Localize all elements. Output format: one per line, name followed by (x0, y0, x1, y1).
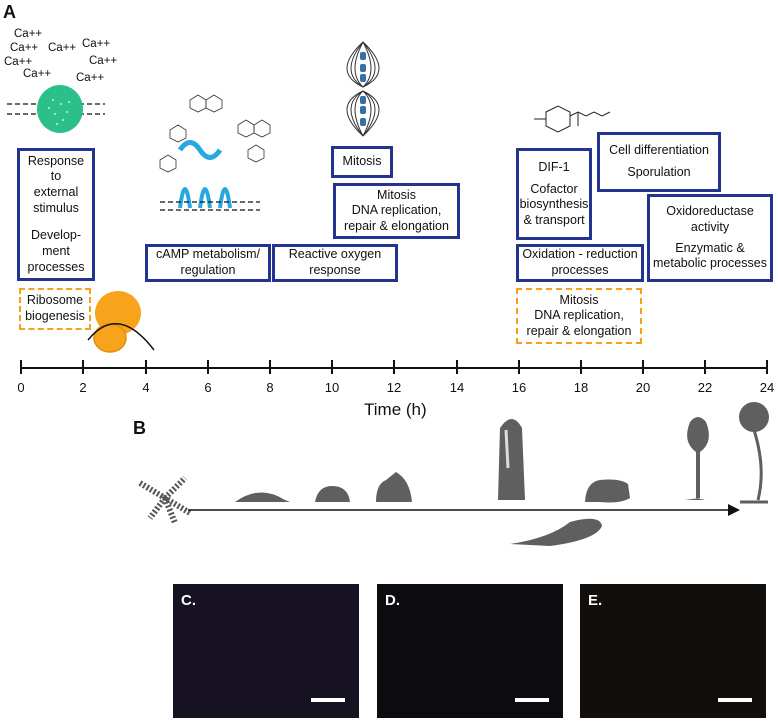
box-line: activity (690, 219, 730, 234)
box-line: processes (27, 259, 85, 274)
axis-tick-label: 10 (324, 380, 340, 395)
mitosis-orange-box: Mitosis DNA replication, repair & elonga… (516, 288, 642, 344)
axis-tick-label: 6 (204, 380, 212, 395)
axis-tick-label: 22 (697, 380, 713, 395)
axis-tick-label: 2 (79, 380, 87, 395)
developmental-stages-diagram (138, 402, 769, 546)
box-line: Cell differentiation (609, 143, 709, 158)
ca-label: Ca++ (14, 28, 43, 40)
axis-tick-label: 16 (511, 380, 527, 395)
box-line: Develop- (30, 228, 82, 243)
response-stimulus-box: Response to external stimulus Develop- m… (17, 148, 95, 281)
ca-label: Ca++ (89, 55, 118, 67)
first-finger-icon (498, 419, 525, 500)
box-line: Enzymatic & (675, 240, 745, 255)
camp-metabolism-box: cAMP metabolism/ regulation (145, 244, 271, 282)
box-line: Cofactor (530, 181, 578, 196)
box-line: response (309, 263, 361, 277)
photo-label: C. (181, 592, 196, 609)
photo-fruiting-body: E. (580, 584, 766, 718)
tipped-mound-icon (376, 472, 412, 502)
mitosis-box: Mitosis (331, 146, 393, 178)
axis-tick-label: 14 (449, 380, 465, 395)
early-culminant-icon (685, 417, 709, 500)
mitotic-spindle-illustration (346, 41, 380, 137)
tight-mound-icon (315, 486, 350, 502)
cell-differentiation-box: Cell differentiation Sporulation (597, 132, 721, 192)
calcium-cell-illustration (7, 85, 105, 133)
panel-a-letter: A (3, 2, 16, 22)
box-line: processes (551, 263, 609, 277)
ca-label: Ca++ (10, 42, 39, 54)
axis-tick-label: 20 (635, 380, 651, 395)
axis-tick-label: 8 (266, 380, 274, 395)
box-line: Reactive oxygen (288, 247, 382, 262)
box-title: DIF-1 (538, 159, 570, 174)
box-line: Oxidation - reduction (522, 247, 638, 262)
mitosis-dna-box: Mitosis DNA replication, repair & elonga… (333, 183, 460, 239)
box-line: repair & elongation (344, 218, 449, 233)
axis-tick-label: 12 (386, 380, 402, 395)
camp-molecule-illustration (159, 94, 271, 211)
axis-tick-label: 18 (573, 380, 589, 395)
reactive-oxygen-box: Reactive oxygen response (272, 244, 398, 282)
box-line: biogenesis (25, 309, 85, 323)
oxidation-reduction-box: Oxidation - reduction processes (516, 244, 644, 282)
dif1-box: DIF-1 Cofactor biosynthesis & transport (516, 148, 592, 240)
axis-tick-label: 4 (142, 380, 150, 395)
mexican-hat-icon (585, 479, 630, 503)
scale-bar (311, 698, 345, 702)
box-line: Response (27, 153, 85, 168)
photo-aggregation: C. (173, 584, 359, 718)
dif1-molecule-illustration (534, 105, 611, 133)
scale-bar (515, 698, 549, 702)
box-line: biosynthesis (519, 197, 589, 212)
ca-label: Ca++ (48, 42, 77, 54)
oxidoreductase-box: Oxidoreductase activity Enzymatic & meta… (647, 194, 773, 282)
time-axis-title: Time (h) (364, 400, 427, 419)
aggregation-stage-icon (138, 475, 192, 525)
ca-label: Ca++ (82, 38, 111, 50)
photo-slug: D. (377, 584, 563, 718)
box-line: repair & elongation (526, 323, 632, 338)
box-line: & transport (523, 212, 585, 227)
ca-label: Ca++ (76, 72, 105, 84)
time-axis (20, 360, 768, 374)
fruiting-body-icon (739, 402, 769, 432)
panel-b-letter: B (133, 418, 146, 438)
box-line: Oxidoreductase (666, 204, 754, 219)
axis-tick-label: 24 (759, 380, 775, 395)
box-line: stimulus (33, 200, 79, 215)
ribosome-illustration (87, 291, 155, 353)
box-line: Mitosis (559, 292, 599, 307)
box-line: Ribosome (26, 293, 84, 308)
slug-icon (510, 518, 602, 546)
photo-label: E. (588, 592, 603, 609)
ribosome-biogenesis-box: Ribosome biogenesis (19, 288, 91, 330)
box-line: ment (42, 243, 70, 258)
axis-tick-label: 0 (17, 380, 25, 395)
ca-label: Ca++ (23, 68, 52, 80)
box-line: to (50, 169, 62, 184)
box-line: Mitosis (377, 187, 416, 202)
loose-mound-icon (235, 492, 290, 502)
box-line: Mitosis (342, 154, 382, 169)
box-line: cAMP metabolism/ (156, 247, 260, 262)
box-line: external (33, 185, 79, 200)
box-line: metabolic processes (653, 256, 767, 271)
box-line: regulation (180, 263, 236, 277)
box-line: Sporulation (627, 165, 691, 180)
box-line: DNA replication, (534, 308, 624, 323)
scale-bar (718, 698, 752, 702)
box-line: DNA replication, (351, 203, 442, 218)
photo-label: D. (385, 592, 400, 609)
ca-label: Ca++ (4, 56, 33, 68)
